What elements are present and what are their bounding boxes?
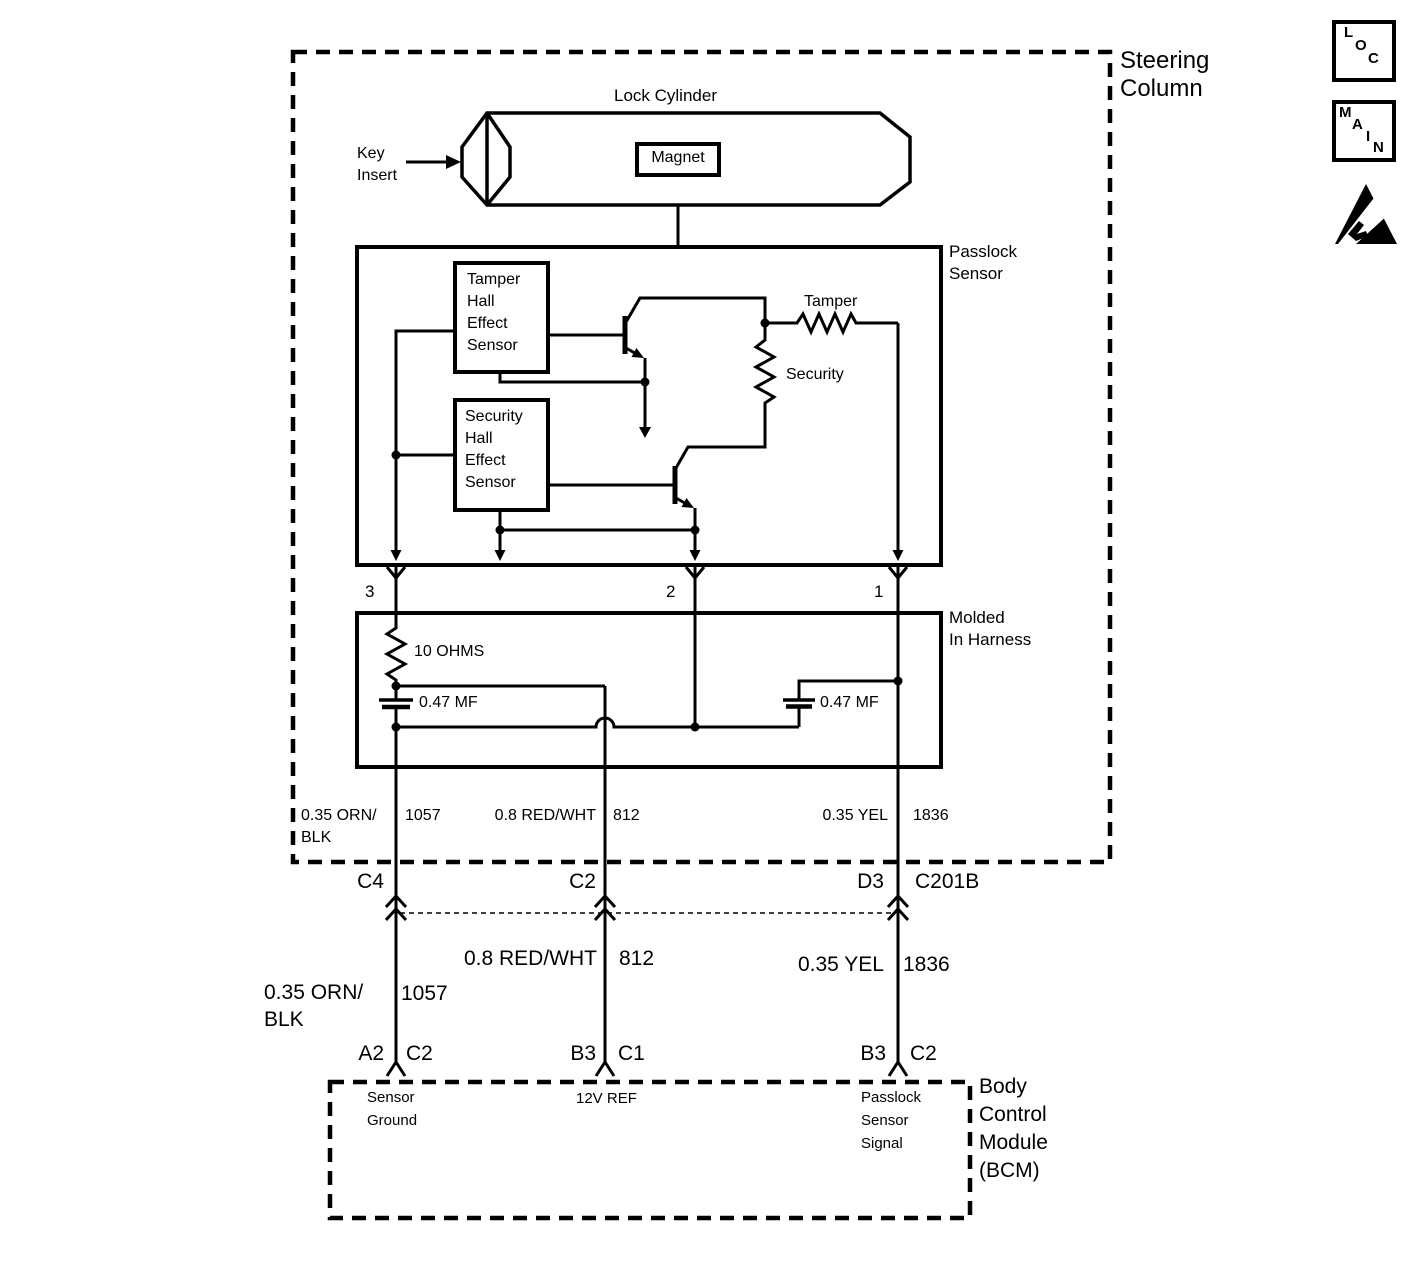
bcm-title-4: (BCM) bbox=[979, 1159, 1040, 1182]
security-resistor bbox=[674, 323, 778, 469]
loc-letter-c: C bbox=[1368, 50, 1379, 67]
steering-column-dashed-box bbox=[290, 49, 1113, 865]
orn-wire-circuit-upper: 1057 bbox=[405, 807, 441, 824]
pin-2-label: 2 bbox=[666, 582, 676, 601]
security-hall-line-3: Effect bbox=[465, 452, 506, 469]
bcm-cavity-c2-left: C2 bbox=[406, 1042, 433, 1065]
bcm-title-1: Body bbox=[979, 1075, 1027, 1098]
connector-cavity-c4: C4 bbox=[357, 870, 384, 893]
transistor-1 bbox=[498, 296, 767, 438]
c201b-connector-symbols bbox=[384, 893, 910, 922]
yel-wire-color-upper: 0.35 YEL bbox=[822, 807, 888, 824]
main-letter-i: I bbox=[1366, 128, 1371, 145]
right-capacitor-label: 0.47 MF bbox=[820, 694, 879, 711]
bcm-passlock-signal-1: Passlock bbox=[861, 1089, 922, 1106]
magnet-label: Magnet bbox=[651, 149, 705, 166]
bcm-cavity-c1: C1 bbox=[618, 1042, 645, 1065]
orn-wire-color-upper-2: BLK bbox=[301, 829, 332, 846]
tamper-hall-line-2: Hall bbox=[467, 293, 495, 310]
bcm-pin-a2: A2 bbox=[358, 1042, 384, 1065]
orn-wire-circuit-lower: 1057 bbox=[401, 982, 448, 1005]
security-hall-line-2: Hall bbox=[465, 430, 493, 447]
key-insert-label-2: Insert bbox=[357, 167, 398, 184]
pin-3-label: 3 bbox=[365, 582, 375, 601]
bcm-sensor-ground-2: Ground bbox=[367, 1112, 418, 1129]
security-hall-line-1: Security bbox=[465, 408, 523, 425]
tamper-resistor bbox=[760, 310, 900, 551]
harness-capacitor-right bbox=[783, 676, 903, 727]
main-letter-n: N bbox=[1373, 139, 1384, 156]
esd-warning-icon bbox=[1335, 184, 1397, 244]
left-capacitor-label: 0.47 MF bbox=[419, 694, 478, 711]
red-wire-color-upper: 0.8 RED/WHT bbox=[494, 807, 596, 824]
pin-1-label: 1 bbox=[874, 582, 884, 601]
red-wire-color-lower: 0.8 RED/WHT bbox=[463, 947, 597, 970]
bcm-dashed-box bbox=[327, 1079, 973, 1221]
sensor-left-net bbox=[391, 329, 455, 551]
loc-letter-l: L bbox=[1344, 24, 1354, 41]
main-letter-m: M bbox=[1339, 104, 1352, 121]
bcm-pin-b3-right: B3 bbox=[860, 1042, 886, 1065]
magnet-box bbox=[635, 142, 721, 177]
orn-wire-color-upper-1: 0.35 ORN/ bbox=[301, 807, 377, 824]
key-insert-arrow bbox=[406, 155, 461, 169]
sensor-pin-leads bbox=[385, 565, 909, 613]
molded-harness-title-2: In Harness bbox=[949, 630, 1032, 649]
key-insert-label-1: Key bbox=[357, 145, 385, 162]
yel-wire-circuit-upper: 1836 bbox=[913, 807, 949, 824]
transistor-2 bbox=[495, 466, 700, 551]
wires-to-bcm bbox=[394, 767, 900, 1062]
security-resistor-label: Security bbox=[786, 366, 844, 383]
tamper-hall-line-3: Effect bbox=[467, 315, 508, 332]
security-hall-line-4: Sensor bbox=[465, 474, 516, 491]
tamper-resistor-label: Tamper bbox=[804, 293, 858, 310]
sensor-exit-arrows bbox=[390, 550, 904, 561]
bcm-cavity-c2-right: C2 bbox=[910, 1042, 937, 1065]
loc-letter-o: O bbox=[1355, 37, 1367, 54]
bcm-terminal-forks bbox=[385, 1059, 909, 1077]
yel-wire-circuit-lower: 1836 bbox=[903, 953, 950, 976]
harness-resistor-label: 10 OHMS bbox=[414, 643, 485, 660]
bcm-pin-b3-mid: B3 bbox=[570, 1042, 596, 1065]
steering-column-title-1: Steering bbox=[1120, 47, 1210, 74]
steering-column-title-2: Column bbox=[1120, 75, 1203, 102]
lock-cylinder-shape bbox=[460, 111, 912, 207]
tamper-hall-line-1: Tamper bbox=[467, 271, 521, 288]
red-wire-circuit-upper: 812 bbox=[613, 807, 640, 824]
molded-harness-title-1: Molded bbox=[949, 608, 1005, 627]
bcm-passlock-signal-2: Sensor bbox=[861, 1112, 909, 1129]
main-letter-a: A bbox=[1352, 116, 1363, 133]
loc-marker-box bbox=[1332, 20, 1396, 82]
bcm-sensor-ground-1: Sensor bbox=[367, 1089, 415, 1106]
tamper-hall-line-4: Sensor bbox=[467, 337, 518, 354]
bcm-12v-ref-label: 12V REF bbox=[576, 1090, 637, 1107]
red-wire-circuit-lower: 812 bbox=[619, 947, 655, 970]
connector-cavity-d3: D3 bbox=[857, 870, 884, 893]
connector-name-c201b: C201B bbox=[915, 870, 980, 893]
passlock-sensor-title-2: Sensor bbox=[949, 264, 1003, 283]
molded-harness-box bbox=[355, 611, 943, 769]
yel-wire-color-lower: 0.35 YEL bbox=[797, 953, 884, 976]
main-marker-box bbox=[1332, 100, 1396, 162]
bcm-title-2: Control bbox=[979, 1103, 1047, 1126]
harness-upper-tap bbox=[396, 684, 607, 767]
bcm-title-3: Module bbox=[979, 1131, 1048, 1154]
lock-cylinder-title: Lock Cylinder bbox=[614, 86, 717, 105]
harness-lower-bus bbox=[396, 716, 799, 732]
orn-wire-color-lower-2: BLK bbox=[264, 1008, 304, 1031]
harness-resistor-capacitor-left bbox=[379, 613, 413, 767]
orn-wire-color-lower-1: 0.35 ORN/ bbox=[264, 981, 364, 1004]
passlock-sensor-title-1: Passlock bbox=[949, 242, 1018, 261]
connector-cavity-c2: C2 bbox=[569, 870, 596, 893]
passlock-sensor-box bbox=[355, 245, 943, 567]
bcm-passlock-signal-3: Signal bbox=[861, 1135, 903, 1152]
